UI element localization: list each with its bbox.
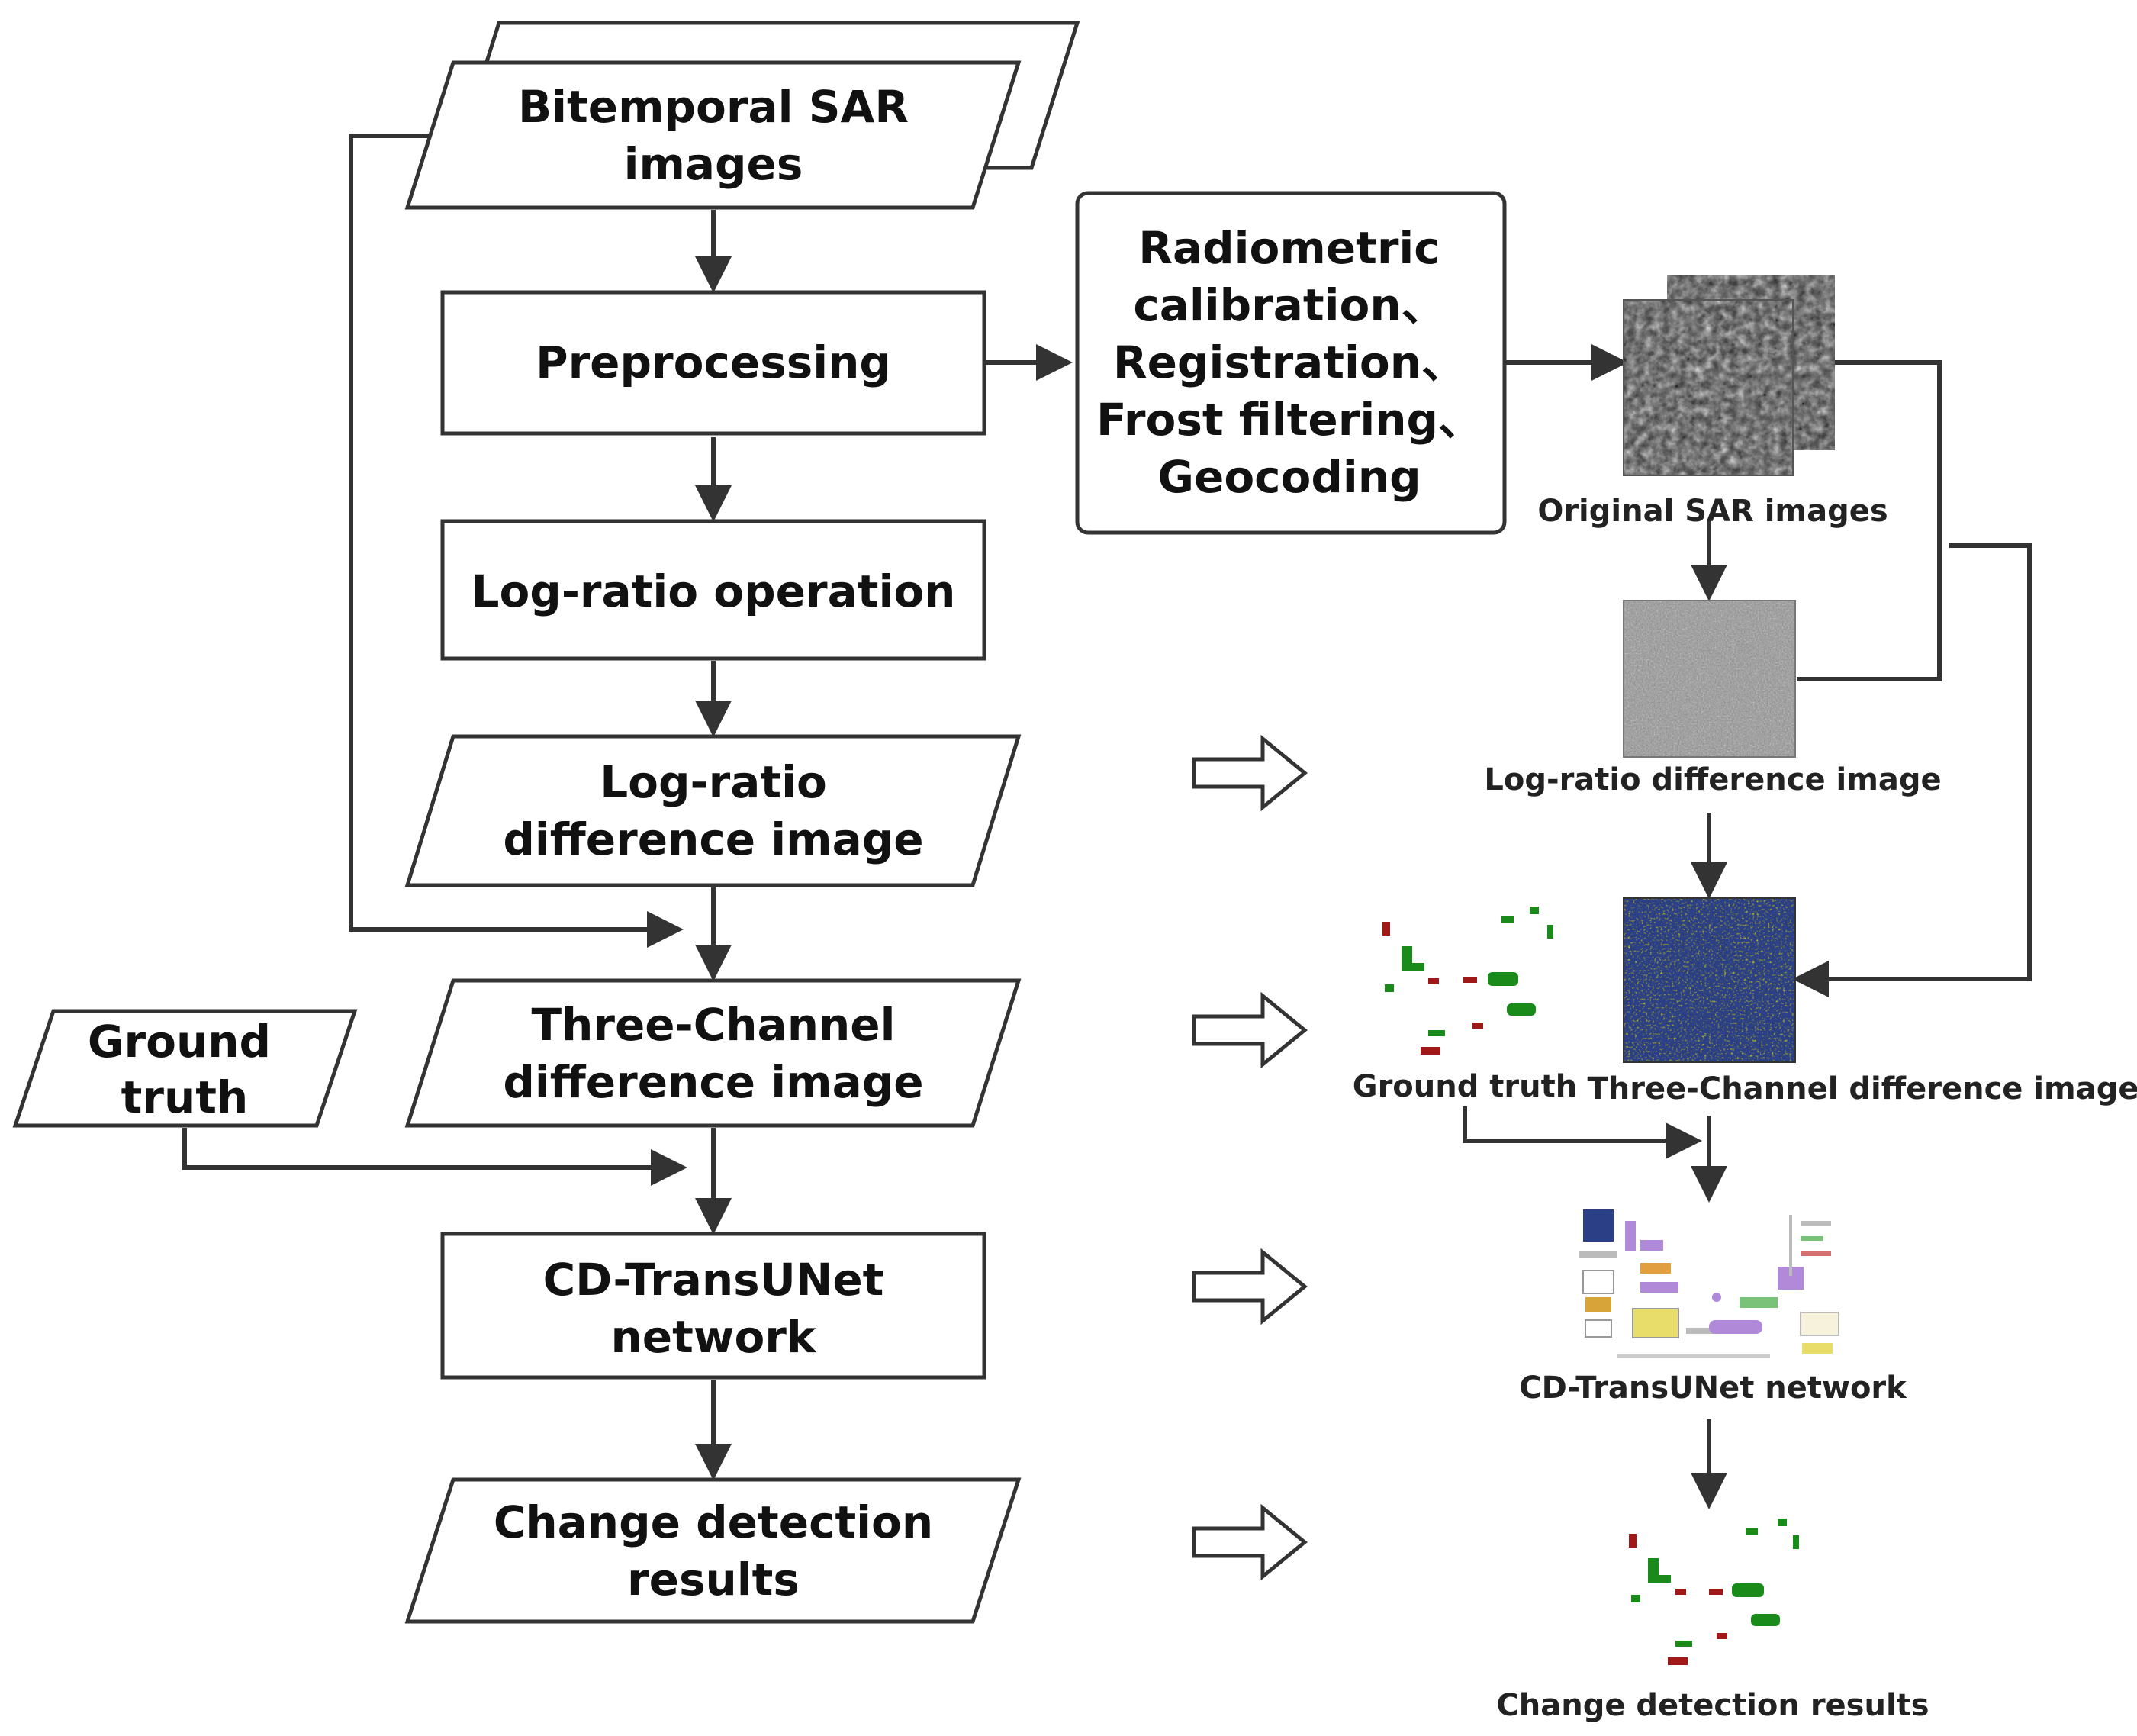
label-line: Log-ratio operation	[471, 565, 956, 617]
cd-transunet-network-thumbnail	[1575, 1204, 1850, 1368]
label-line: network	[611, 1311, 817, 1363]
label-line: Bitemporal SAR	[518, 81, 909, 133]
node-change-detection-results: Change detection results	[404, 1477, 1022, 1624]
node-preprocessing: Preprocessing	[440, 290, 986, 436]
label-line: results	[627, 1554, 800, 1606]
node-ground-truth: Ground truth	[12, 1009, 358, 1128]
log-ratio-difference-thumbnail	[1623, 600, 1796, 758]
label-line: Ground	[88, 1016, 271, 1068]
caption-three-channel-difference-image: Three-Channel difference image	[1587, 1071, 2137, 1106]
label-line: difference image	[503, 1056, 923, 1108]
node-bitemporal-sar-images: Bitemporal SAR images	[404, 21, 1080, 210]
right-connector-lines	[1463, 344, 2032, 1509]
hollow-arrows	[1192, 734, 1308, 1581]
label-line: Change detection	[494, 1496, 933, 1548]
label-line: Registration、	[1113, 337, 1466, 388]
hollow-arrow-icon	[1192, 1503, 1308, 1581]
node-log-ratio-operation: Log-ratio operation	[440, 519, 986, 661]
label-line: images	[624, 138, 803, 190]
caption-original-sar-images: Original SAR images	[1537, 494, 1888, 529]
change-detection-results-thumbnail	[1624, 1515, 1807, 1667]
hollow-arrow-icon	[1192, 991, 1308, 1069]
hollow-arrow-icon	[1192, 1248, 1308, 1325]
label-line: Frost filtering、	[1096, 394, 1482, 446]
label-line: Preprocessing	[536, 337, 891, 388]
ground-truth-thumbnail	[1379, 899, 1555, 1059]
caption-ground-truth: Ground truth	[1353, 1069, 1577, 1104]
label-line: Geocoding	[1157, 451, 1421, 503]
label-line: difference image	[503, 813, 923, 865]
connector-lines	[182, 134, 1073, 1480]
node-three-channel-difference-image: Three-Channel difference image	[404, 978, 1022, 1128]
node-log-ratio-difference-image: Log-ratio difference image	[404, 734, 1022, 887]
label-line: Three-Channel	[532, 999, 896, 1051]
node-cd-transunet-network: CD-TransUNet network	[440, 1232, 986, 1380]
label-line: Radiometric	[1138, 222, 1440, 274]
node-preprocessing-steps: Radiometric calibration、 Registration、 F…	[1075, 191, 1507, 535]
label-line: CD-TransUNet	[543, 1254, 884, 1306]
label-line: Log-ratio	[600, 756, 827, 808]
label-line: truth	[121, 1071, 249, 1123]
caption-log-ratio-difference-image: Log-ratio difference image	[1484, 762, 1941, 797]
caption-cd-transunet-network: CD-TransUNet network	[1519, 1370, 1907, 1406]
caption-change-detection-results: Change detection results	[1496, 1688, 1929, 1723]
label-line: calibration、	[1133, 279, 1445, 331]
original-sar-images-thumbnail	[1623, 275, 1835, 476]
hollow-arrow-icon	[1192, 734, 1308, 812]
three-channel-difference-thumbnail	[1623, 897, 1796, 1063]
